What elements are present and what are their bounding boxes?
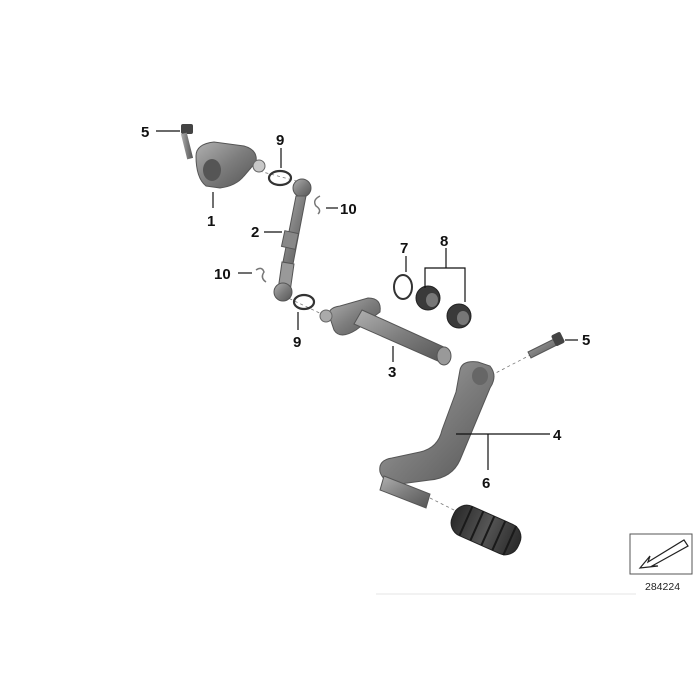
o-ring [393,274,413,300]
bolt-right [527,332,565,359]
callout-3: 3 [388,364,396,381]
bolt-upper [180,124,194,160]
clip-upper [313,195,321,215]
shift-rod [273,178,312,302]
orientation-symbol [629,533,693,575]
bracket-part [195,141,266,189]
direction-arrow-icon [638,539,689,569]
foot-peg-rubber [450,504,522,556]
callout-10-upper: 10 [340,201,357,218]
callout-2: 2 [251,224,259,241]
clip-lower [255,267,267,283]
callout-5-upper: 5 [141,124,149,141]
callout-10-lower: 10 [214,266,231,283]
callout-1: 1 [207,213,215,230]
callouts: 5 1 9 10 2 10 9 7 8 3 5 4 6 [141,124,590,492]
callout-9-lower: 9 [293,334,301,351]
washer-upper [267,169,293,187]
callout-5-right: 5 [582,332,590,349]
washer-lower [292,293,316,311]
callout-4: 4 [553,427,562,444]
callout-6: 6 [482,475,490,492]
reference-number: 284224 [645,581,680,593]
lever-shaft [319,297,452,366]
callout-9-upper: 9 [276,132,284,149]
bushings [415,285,472,329]
leader-lines [156,130,578,470]
callout-8: 8 [440,233,448,250]
callout-7: 7 [400,240,408,257]
shift-lever [379,361,495,509]
